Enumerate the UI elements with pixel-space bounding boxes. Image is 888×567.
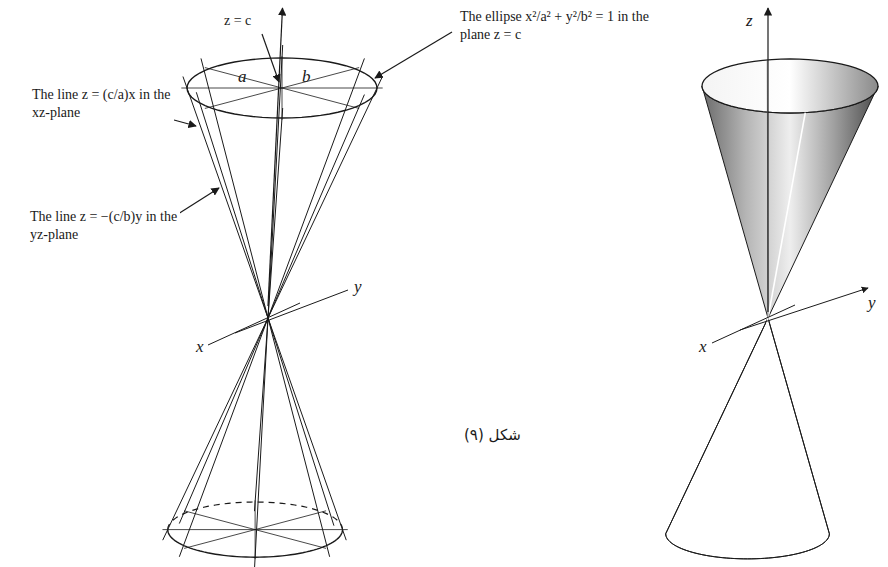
axis-label: x: [194, 336, 206, 357]
line-note: The line z = −(c/b)y in the yz-plane: [28, 208, 180, 243]
line-note: The line z = (c/a)x in the xz-plane: [30, 86, 174, 121]
x-axis: [712, 305, 795, 343]
x-axis: [208, 303, 300, 345]
top-chord: [205, 68, 359, 109]
semi-axis-label: b: [300, 66, 313, 87]
bottom-chord: [184, 511, 326, 549]
semi-axis-label: a: [236, 66, 249, 87]
generator-line: [183, 77, 346, 541]
top-chord: [205, 68, 359, 109]
z-axis: [268, 8, 283, 306]
generator-line: [201, 58, 330, 556]
surface-line: [733, 113, 805, 509]
bottom-chord: [184, 511, 326, 549]
y-axis: [235, 290, 348, 333]
axis-label: x: [697, 336, 709, 357]
leader-arrow: [375, 32, 452, 78]
lower-nappe: [666, 318, 830, 559]
z-axis: [767, 8, 768, 312]
y-axis: [740, 288, 868, 330]
upper-nappe: [702, 86, 878, 318]
plane-label: z = c: [222, 12, 253, 30]
leader-arrow: [262, 34, 279, 82]
figure-caption: شكل (٩): [462, 426, 523, 445]
leader-arrow: [178, 188, 219, 214]
axis-label: z: [744, 10, 755, 31]
upper-rim: [702, 59, 878, 113]
axis-label: y: [866, 292, 878, 313]
ellipse-note: The ellipse x²/a² + y²/b² = 1 in the pla…: [458, 8, 684, 43]
generator-line: [179, 95, 364, 524]
shaded-cone: [666, 8, 878, 559]
generator-line: [179, 58, 364, 556]
axis-label: y: [352, 276, 364, 297]
leader-arrow: [174, 120, 196, 126]
generator-line: [163, 77, 383, 541]
wire-cone: [162, 8, 452, 567]
